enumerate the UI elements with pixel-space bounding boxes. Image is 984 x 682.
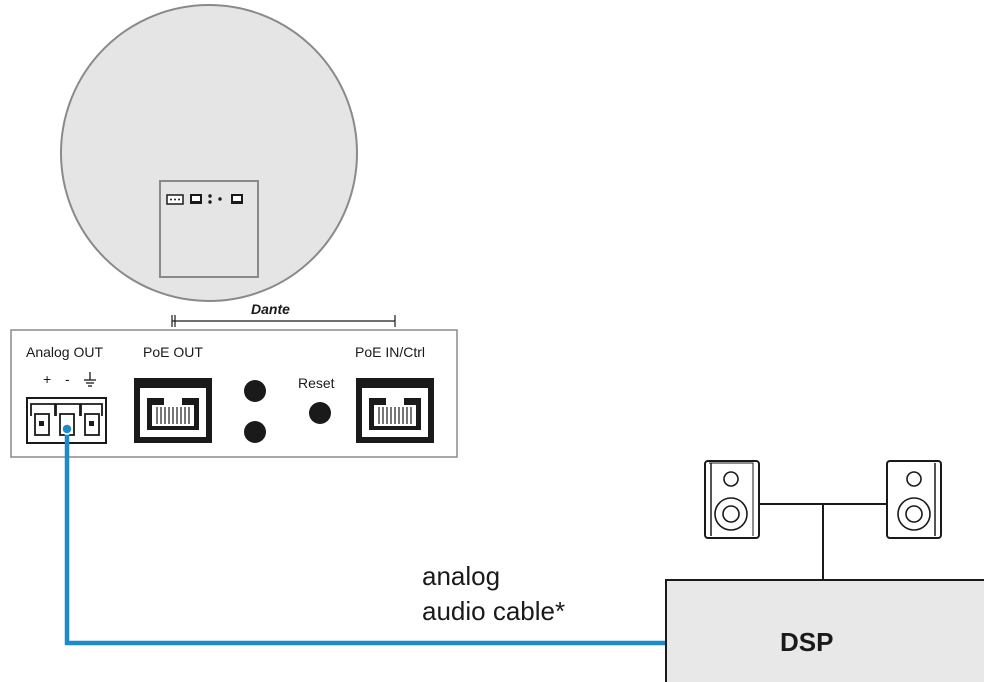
reset-button-icon	[309, 402, 331, 424]
ground-icon	[84, 372, 96, 387]
poe-in-ctrl-label: PoE IN/Ctrl	[355, 344, 425, 360]
terminal-minus-label: -	[65, 371, 70, 387]
analog-out-label: Analog OUT	[26, 344, 103, 360]
cable-label-line1: analog	[422, 561, 500, 591]
dsp-label: DSP	[780, 627, 833, 657]
status-led-bottom-icon	[244, 421, 266, 443]
analog-audio-cable	[64, 430, 666, 646]
dante-logo: Dante	[251, 301, 290, 317]
poe-out-ethernet-port-icon	[134, 378, 212, 443]
terminal-plus-label: +	[43, 371, 51, 387]
status-led-top-icon	[244, 380, 266, 402]
dante-bracket	[171, 315, 396, 327]
ceiling-mic-disc	[60, 4, 358, 302]
dsp-box	[665, 579, 984, 682]
poe-out-label: PoE OUT	[143, 344, 203, 360]
ceiling-microphone	[60, 4, 358, 302]
cable-label-line2: audio cable*	[422, 596, 565, 626]
poe-in-ctrl-ethernet-port-icon	[356, 378, 434, 443]
speaker-wiring	[759, 503, 887, 580]
mini-port-icons	[166, 194, 243, 205]
reset-label: Reset	[298, 375, 335, 391]
speaker-right-icon	[886, 460, 942, 539]
cable-plug-point	[61, 423, 73, 435]
speaker-left-icon	[704, 460, 760, 539]
